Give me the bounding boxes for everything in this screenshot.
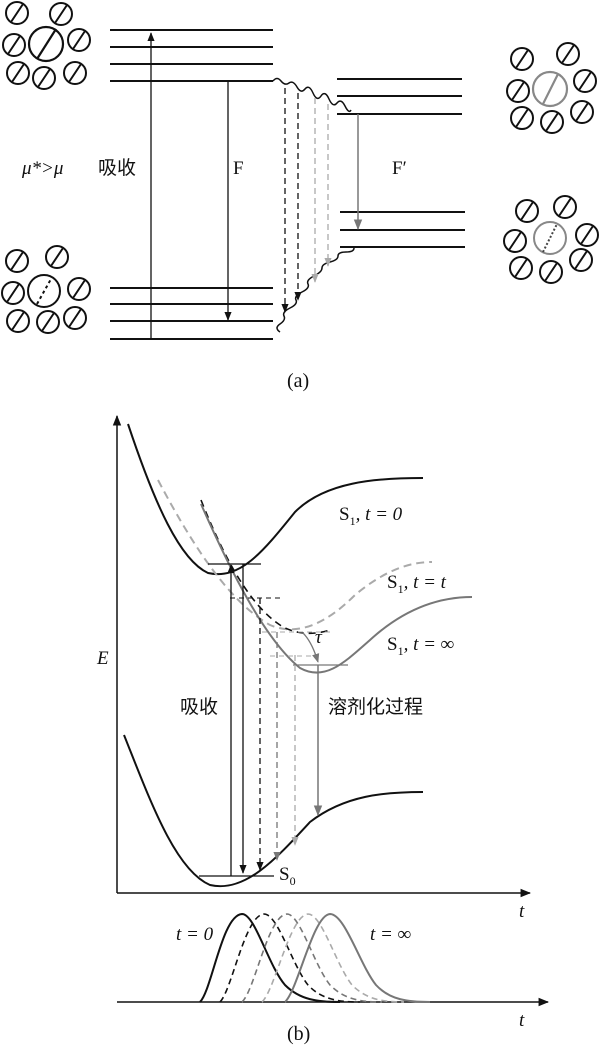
panel-a-caption: (a) bbox=[287, 370, 309, 392]
tau-label: τ bbox=[315, 627, 323, 648]
x-axis-label: t bbox=[519, 901, 525, 922]
spectrum-t0 bbox=[199, 912, 341, 1003]
excited-levels-right bbox=[337, 78, 462, 115]
s1-tinf-label: S1, t = ∞ bbox=[387, 634, 454, 658]
s1-t0-curve bbox=[127, 423, 424, 576]
spectrum-tinf-label: t = ∞ bbox=[370, 924, 411, 945]
s0-label: S0 bbox=[279, 864, 296, 888]
s1-intermediate-curve bbox=[200, 499, 331, 635]
solvent-cluster-ground-right bbox=[503, 195, 599, 284]
panel-a: 吸收 F F′ μ*>μ bbox=[1, 1, 599, 392]
panel-b-caption: (b) bbox=[287, 1023, 310, 1045]
dipole-label: μ*>μ bbox=[21, 158, 63, 179]
fluorescence-label: F bbox=[233, 158, 244, 179]
relaxation-wave-lower bbox=[276, 247, 355, 333]
excited-levels-left bbox=[110, 29, 273, 82]
solvent-cluster-ground-left bbox=[1, 245, 91, 334]
solvation-label: 溶剂化过程 bbox=[328, 696, 423, 718]
panel-b: E t 吸收 溶剂化过程 τ S1, t = 0 S1, t bbox=[96, 414, 550, 1045]
fluorescence-relaxed-label: F′ bbox=[392, 158, 407, 179]
y-axis-label: E bbox=[96, 648, 109, 669]
solvent-cluster-excited-relaxed bbox=[506, 42, 597, 134]
spectrum-axis-label: t bbox=[519, 1010, 525, 1031]
s1-t0-label: S1, t = 0 bbox=[339, 504, 403, 528]
absorption-label: 吸收 bbox=[98, 157, 136, 179]
spectrum-t2 bbox=[241, 913, 383, 1003]
solute-ground-right bbox=[533, 221, 567, 255]
spectrum-t1 bbox=[219, 913, 361, 1003]
spectrum-t0-label: t = 0 bbox=[176, 924, 214, 945]
s1-tt-curve bbox=[157, 479, 433, 631]
relaxation-wave-upper bbox=[272, 77, 352, 113]
s0-curve bbox=[123, 734, 424, 888]
spectrum-tinf bbox=[284, 912, 431, 1003]
ground-levels-left bbox=[110, 287, 273, 340]
spectrum-t3 bbox=[261, 913, 405, 1003]
solvent-cluster-excited-unrelaxed bbox=[2, 1, 91, 90]
solvation-relaxation-arrow bbox=[302, 632, 320, 663]
absorption-label-b: 吸收 bbox=[180, 696, 218, 718]
s1-tt-label: S1, t = t bbox=[387, 572, 447, 596]
s1-tinf-curve bbox=[200, 503, 473, 674]
